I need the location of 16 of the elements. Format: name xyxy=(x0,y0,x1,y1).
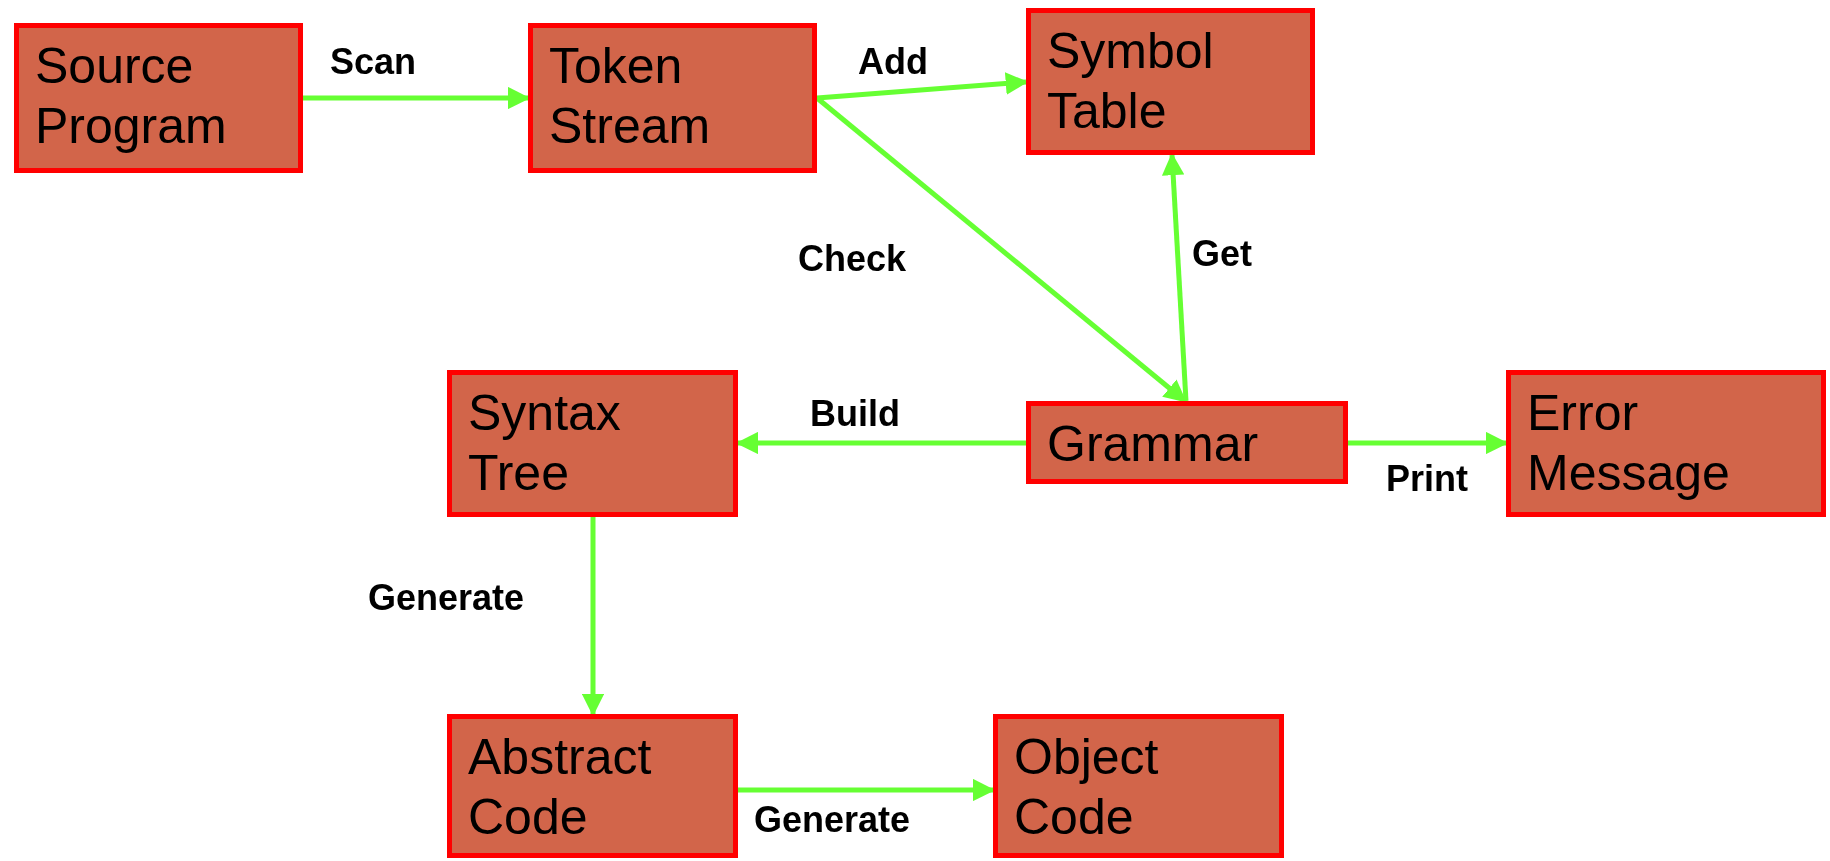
box-label: Error Message xyxy=(1527,384,1731,503)
process-box xyxy=(14,23,303,173)
box-label: Object Code xyxy=(1014,728,1160,847)
box-label: Grammar xyxy=(1047,415,1259,474)
process-box xyxy=(447,370,738,517)
process-box xyxy=(993,714,1284,858)
box-label: Source Program xyxy=(35,37,228,156)
process-box xyxy=(528,23,817,173)
box-label: Symbol Table xyxy=(1047,22,1215,141)
box-label: Abstract Code xyxy=(468,728,653,847)
process-box xyxy=(447,714,738,858)
process-box xyxy=(1506,370,1826,517)
process-box xyxy=(1026,8,1315,155)
box-label: Syntax Tree xyxy=(468,384,622,503)
box-label: Token Stream xyxy=(549,37,712,156)
process-box xyxy=(1026,401,1348,484)
